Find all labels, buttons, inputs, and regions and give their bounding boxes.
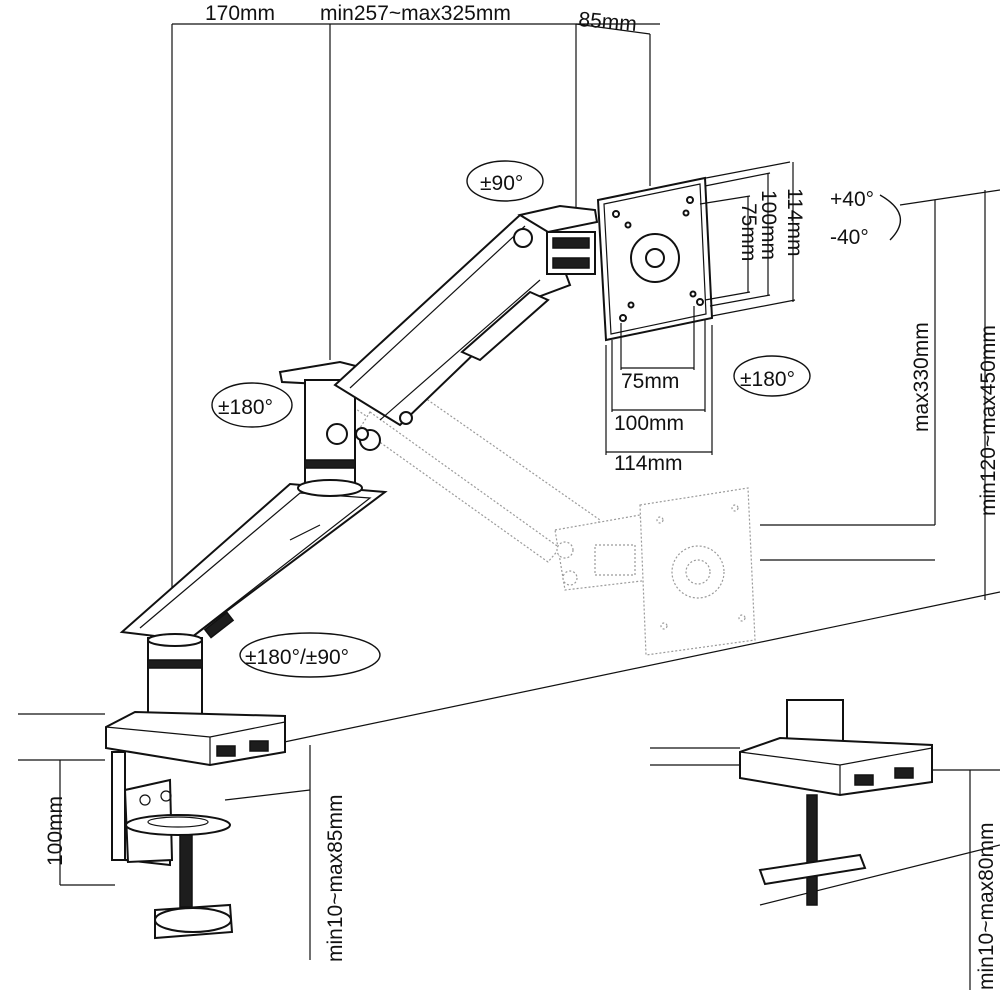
height-dimension-lines [760,189,1000,600]
rotation-arrows [211,160,902,678]
monitor-head [517,204,599,275]
column-and-base [105,633,286,767]
clamp-range-detail-label: min10~max80mm [975,823,998,990]
top-dimension-lines [171,23,660,600]
vesa-100-horizontal-label: 100mm [614,412,684,435]
clamp-height-label: 100mm [44,796,67,866]
vesa-100-vertical-label: 100mm [757,190,780,260]
head-offset-label: 85mm [578,8,638,36]
clamp-dimension-lines [224,745,311,960]
desk-surface [18,591,1000,886]
tilt-down-label: -40° [830,226,869,249]
vesa-75-horizontal-label: 75mm [621,370,679,393]
vesa-75-vertical-label: 75mm [737,203,760,261]
vesa-dimension-lines [605,161,796,455]
vesa-plate [596,176,714,342]
head-swivel-label: ±90° [480,172,523,195]
lift-range-label: max330mm [910,322,933,432]
base-swivel-label: ±180°/±90° [245,646,349,669]
joint-swivel-label: ±180° [218,396,273,419]
main-clamp [111,751,234,940]
base-offset-label: 170mm [205,2,275,25]
vesa-114-vertical-label: 114mm [783,188,806,256]
lower-arm [119,482,388,642]
height-range-label: min120~max450mm [977,325,1000,516]
tilt-up-label: +40° [830,188,874,211]
arm-reach-label: min257~max325mm [320,2,511,25]
vesa-114-horizontal-label: 114mm [614,452,682,475]
screen-rotate-label: ±180° [740,368,795,391]
detail-clamp [650,699,1000,990]
clamp-range-main-label: min10~max85mm [324,795,347,962]
upper-arm [333,213,572,441]
